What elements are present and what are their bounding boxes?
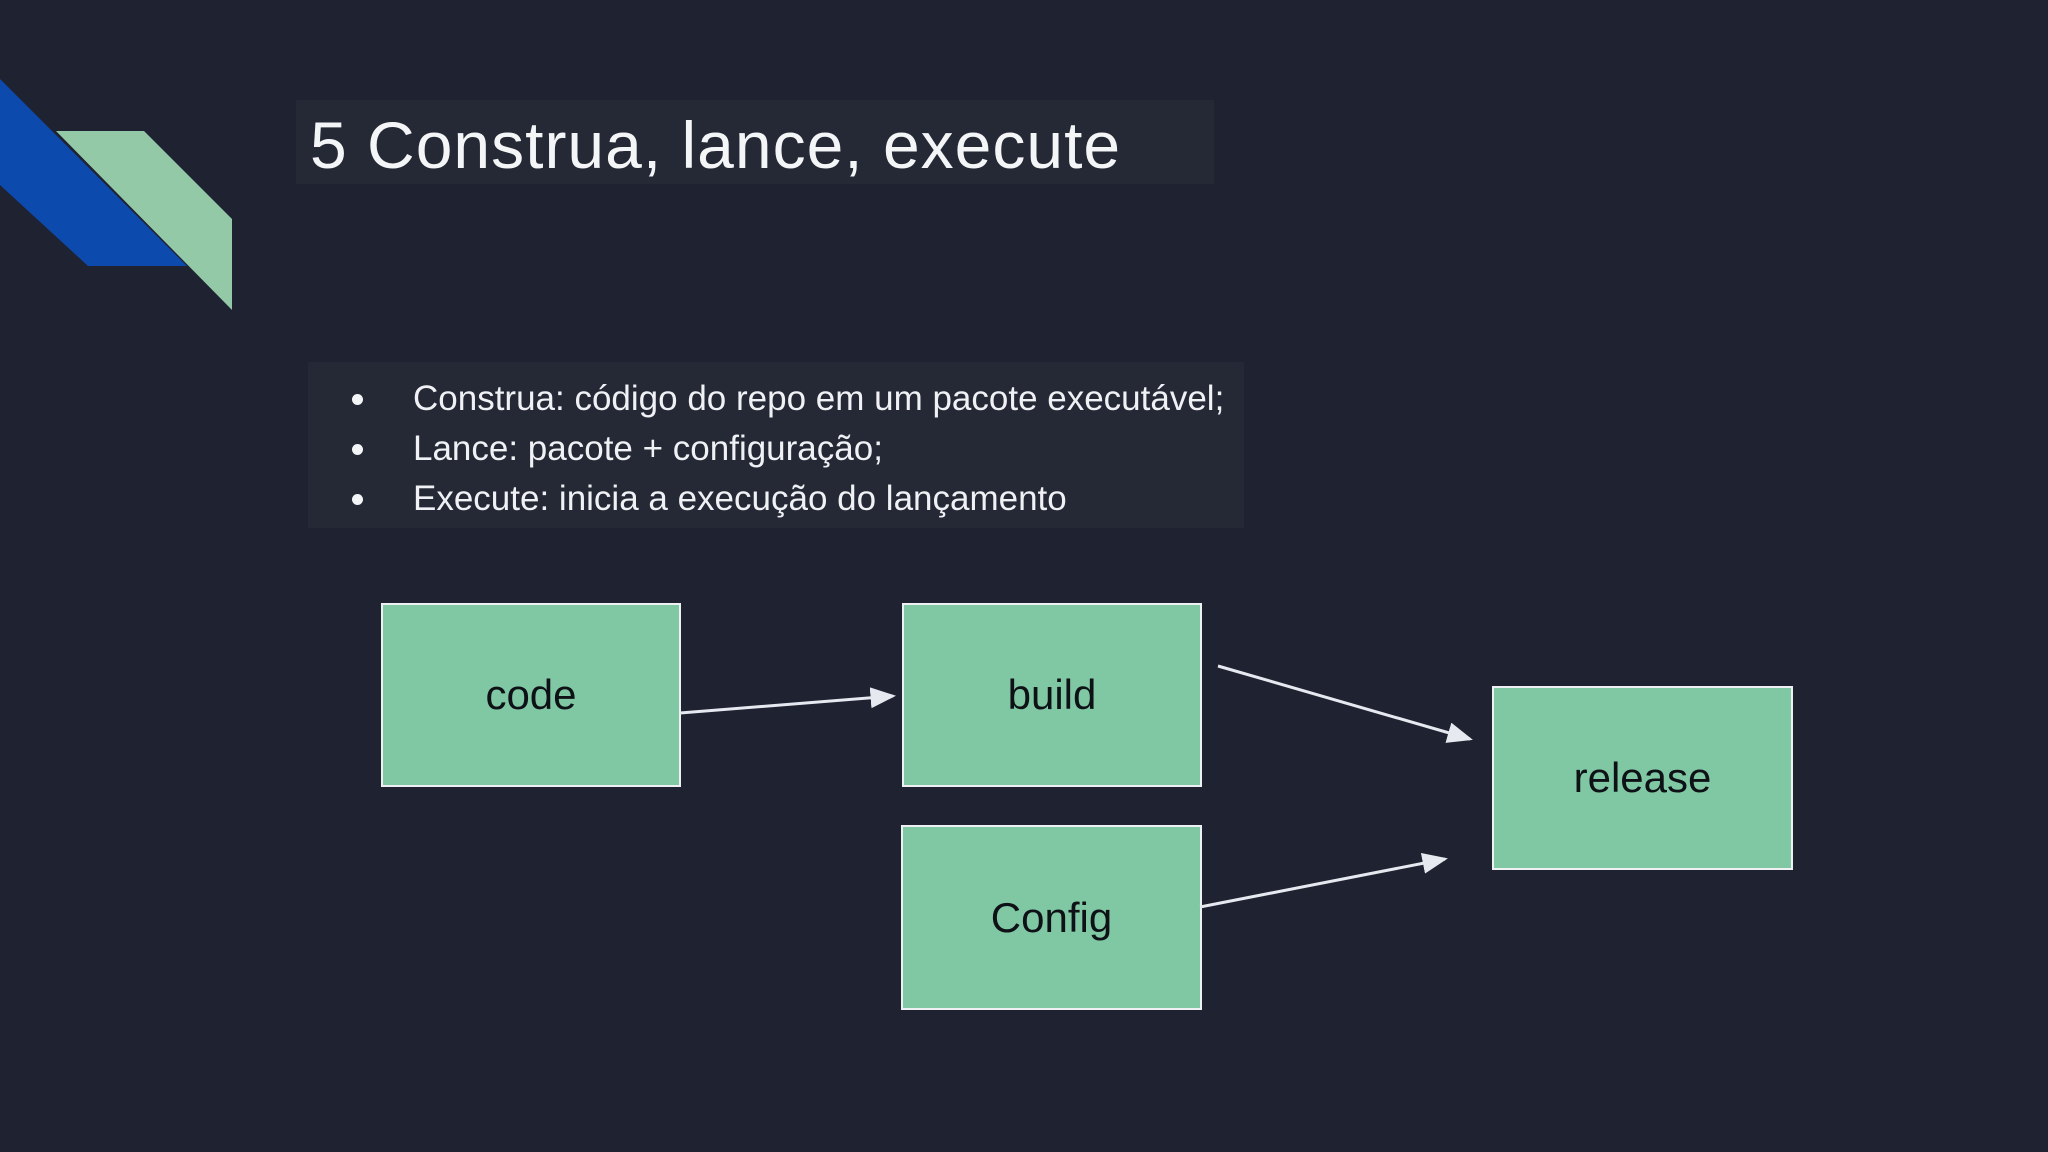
bullet-item: Construa: código do repo em um pacote ex… bbox=[352, 374, 1224, 424]
bullet-text-lance: Lance: pacote + configuração; bbox=[413, 429, 883, 468]
arrow-config-to-release bbox=[1199, 853, 1448, 909]
bullet-dot bbox=[352, 393, 363, 405]
bullet-item: Execute: inicia a execução do lançamento bbox=[352, 474, 1224, 524]
bullet-dot bbox=[352, 443, 363, 455]
node-config: Config bbox=[901, 825, 1202, 1010]
node-build: build bbox=[902, 603, 1202, 787]
bullet-item: Lance: pacote + configuração; bbox=[352, 424, 1224, 474]
node-build-label: build bbox=[1007, 671, 1097, 718]
bullet-text-execute: Execute: inicia a execução do lançamento bbox=[413, 479, 1067, 518]
bullet-text-construa: Construa: código do repo em um pacote ex… bbox=[413, 379, 1225, 418]
corner-decoration bbox=[0, 79, 232, 310]
corner-blue-ribbon-shape bbox=[0, 79, 187, 266]
node-release: release bbox=[1492, 686, 1793, 870]
node-release-label: release bbox=[1573, 754, 1712, 801]
arrow-code-to-build bbox=[679, 687, 896, 715]
node-config-label: Config bbox=[990, 893, 1113, 941]
corner-green-ribbon-shape bbox=[56, 131, 232, 310]
bullet-list: Construa: código do repo em um pacote ex… bbox=[352, 374, 1224, 524]
node-code-label: code bbox=[485, 671, 577, 718]
slide-title: 5 Construa, lance, execute bbox=[310, 108, 1122, 182]
arrow-build-to-release bbox=[1217, 664, 1473, 743]
bullet-dot bbox=[352, 493, 363, 505]
node-code: code bbox=[381, 603, 681, 787]
